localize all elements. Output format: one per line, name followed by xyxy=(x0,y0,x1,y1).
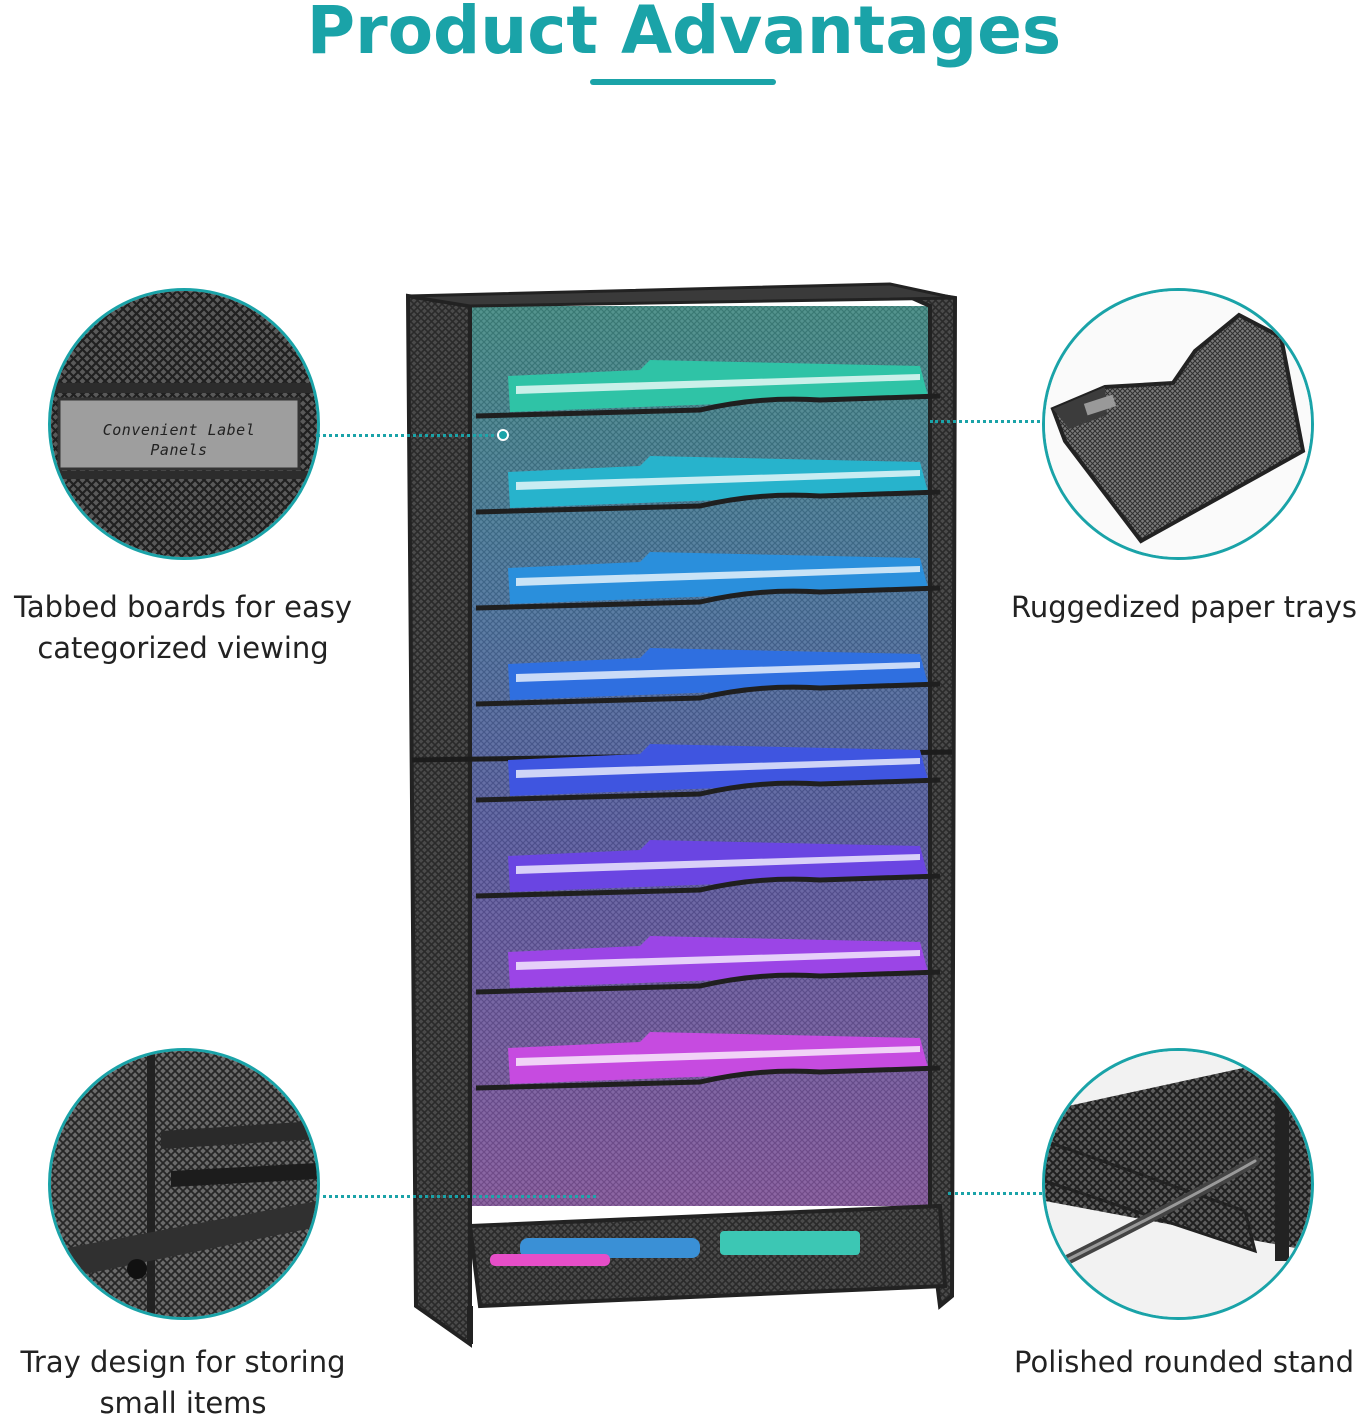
feature-caption-4-line1: Polished rounded stand xyxy=(1014,1345,1354,1379)
feature-caption-1-line2: categorized viewing xyxy=(37,631,329,665)
folder-highlight xyxy=(516,758,920,778)
connector-dot-1 xyxy=(497,429,509,441)
feature-caption-3-line2: small items xyxy=(99,1386,267,1420)
bottom-tray-closeup xyxy=(48,1048,320,1320)
file-tray xyxy=(475,552,941,611)
file-tray xyxy=(475,936,941,995)
folder-highlight xyxy=(516,1046,920,1066)
tray-stack xyxy=(475,360,941,1091)
folder-highlight xyxy=(516,854,920,874)
folder-highlight xyxy=(516,950,920,970)
tray-front-lip xyxy=(475,1065,941,1091)
tray-front-lip xyxy=(475,393,941,419)
connector-line-3 xyxy=(316,1195,596,1198)
feature-caption-3-line1: Tray design for storing xyxy=(20,1345,346,1379)
title-underline xyxy=(590,79,776,85)
tray-front-lip xyxy=(475,489,941,515)
feature-caption-2-line1: Ruggedized paper trays xyxy=(1011,590,1357,624)
label-panel-text: Convenient Label Panels xyxy=(102,421,256,459)
mesh-tray-closeup xyxy=(1042,288,1314,560)
file-tray xyxy=(475,360,941,419)
connector-line-1 xyxy=(316,434,502,437)
file-tray xyxy=(475,1032,941,1091)
file-tray xyxy=(475,744,941,803)
tray-front-lip xyxy=(475,585,941,611)
tray-front-lip xyxy=(475,873,941,899)
feature-caption-1-line1: Tabbed boards for easy xyxy=(13,590,353,624)
wall-file-organizer-image xyxy=(400,276,960,1360)
rounded-stand-closeup xyxy=(1042,1048,1314,1320)
tray-front-lip xyxy=(475,969,941,995)
page-title: Product Advantages xyxy=(306,0,1062,69)
connector-line-2 xyxy=(930,420,1040,423)
folder-highlight xyxy=(516,470,920,490)
file-tray xyxy=(475,648,941,707)
file-tray xyxy=(475,840,941,899)
feature-caption-2: Ruggedized paper trays xyxy=(1000,587,1368,628)
tray-front-lip xyxy=(475,777,941,803)
label-panel-closeup xyxy=(48,288,320,560)
tray-front-lip xyxy=(475,681,941,707)
feature-caption-3: Tray design for storing small items xyxy=(0,1342,366,1424)
connector-line-4 xyxy=(948,1192,1042,1195)
feature-caption-1: Tabbed boards for easy categorized viewi… xyxy=(0,587,366,669)
file-tray xyxy=(475,456,941,515)
folder-highlight xyxy=(516,662,920,682)
folder-highlight xyxy=(516,566,920,586)
folder-highlight xyxy=(516,374,920,394)
feature-caption-4: Polished rounded stand xyxy=(1000,1342,1368,1383)
